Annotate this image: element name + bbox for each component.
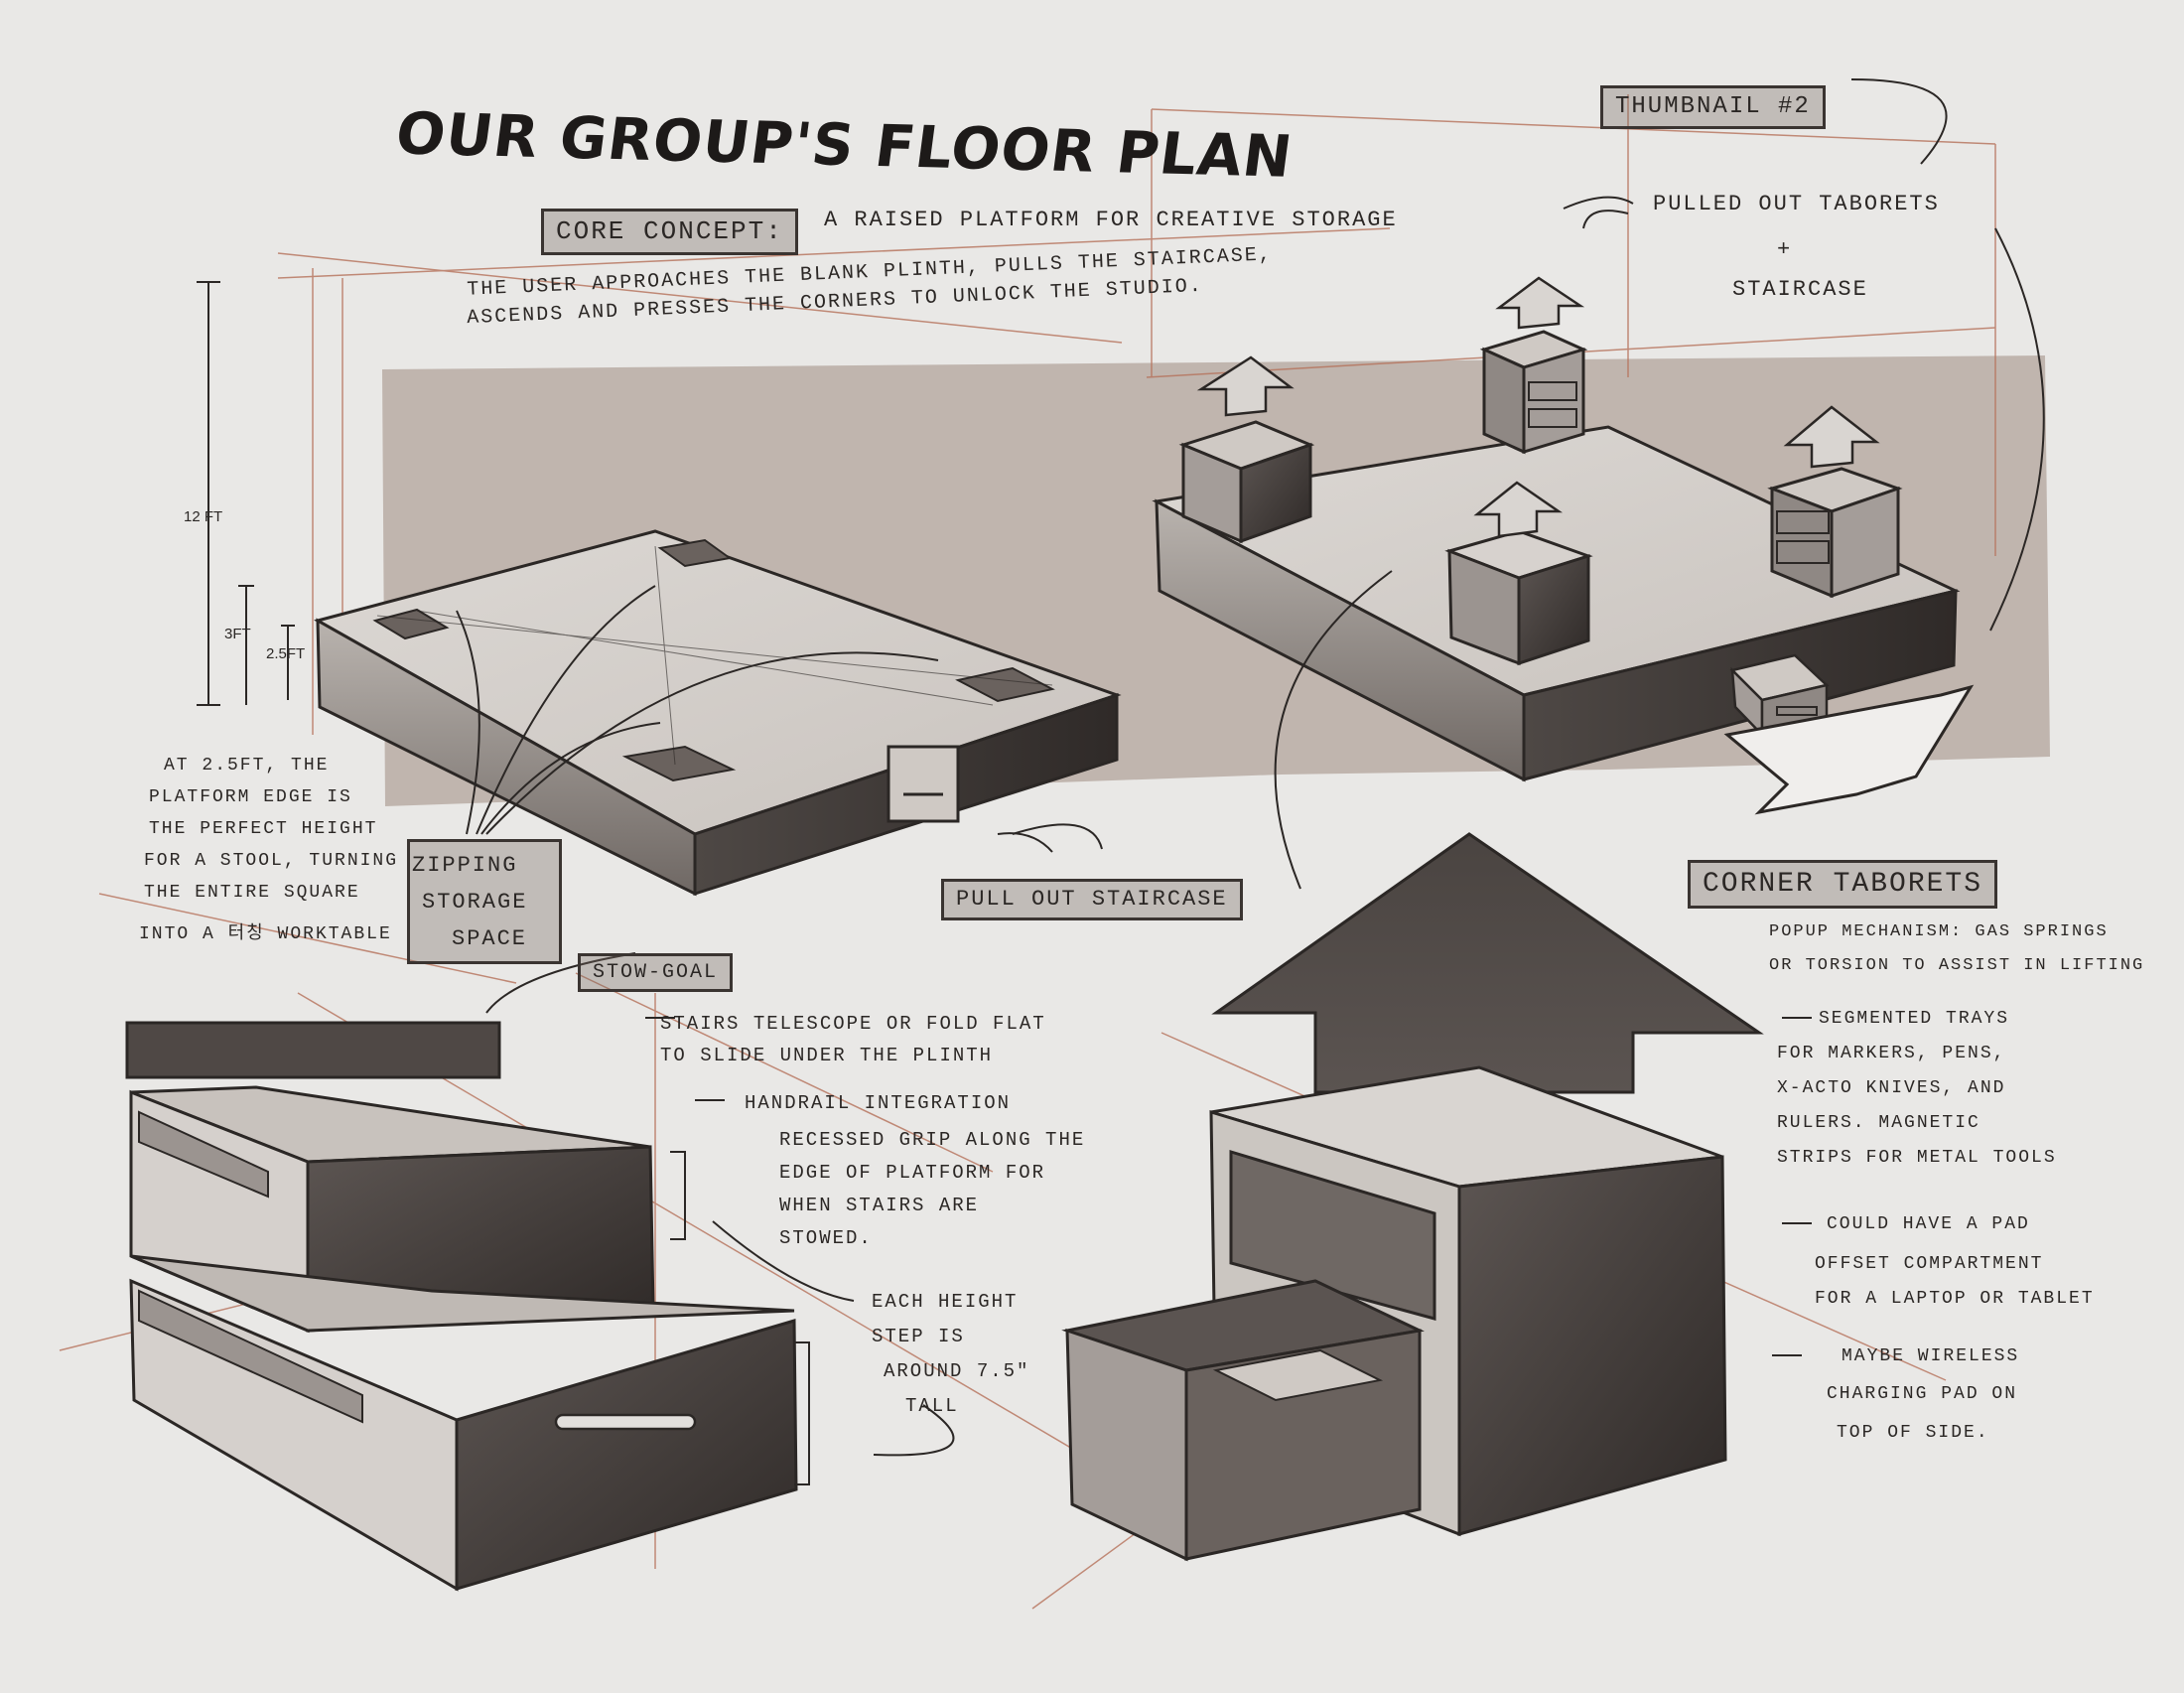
platform-note-line: THE PERFECT HEIGHT — [149, 819, 378, 839]
platform-note-line: FOR A STOOL, TURNING — [144, 851, 399, 871]
taboret-note-3-line-1: COULD HAVE A PAD — [1827, 1214, 2030, 1234]
step-height-arrow — [712, 1220, 855, 1302]
taboret-note-4-line-2: CHARGING PAD ON — [1827, 1384, 2018, 1404]
drawer-front — [1065, 1328, 1188, 1562]
corner-hatch-right — [955, 666, 1055, 703]
step-note-line: AROUND 7.5" — [884, 1360, 1030, 1382]
closed-plinth-sketch — [314, 529, 1122, 897]
height-dimension-line — [197, 281, 295, 706]
stair-lower-top — [130, 1254, 795, 1333]
stair-lower-side — [455, 1319, 798, 1592]
drawer-tray — [1212, 1348, 1384, 1402]
stow-goal-label: STOW-GOAL — [578, 953, 734, 992]
bracket-marker-lower — [794, 1341, 810, 1485]
taboret-note-2-line-3: X-ACTO KNIVES, AND — [1777, 1078, 2006, 1098]
pop-arrow-center — [1473, 481, 1564, 538]
stair-grip-lower — [138, 1289, 363, 1424]
staircase-closeup-sketch — [125, 952, 955, 1592]
step-note-line: STEP IS — [872, 1326, 965, 1347]
big-up-arrow — [1211, 832, 1764, 1094]
staircase-drawer-front — [887, 745, 960, 823]
taboret-note-1-line-2: OR TORSION TO ASSIST IN LIFTING — [1769, 956, 2145, 975]
corner-taborets-label: CORNER TABORETS — [1688, 860, 1998, 909]
thumbnail-label: THUMBNAIL #2 — [1600, 85, 1826, 129]
stair-handrail-bar — [125, 1021, 501, 1079]
taboret-note-3-line-3: FOR A LAPTOP OR TABLET — [1815, 1289, 2095, 1309]
stow-arrow — [485, 952, 636, 1014]
dimension-total-height: 12 FT — [184, 508, 223, 525]
taboret-closeup-sketch — [1061, 832, 1764, 1562]
storage-label-line: STORAGE — [422, 890, 528, 915]
stow-note-2: HANDRAIL INTEGRATION — [745, 1092, 1012, 1114]
taboret-note-2-line-1: SEGMENTED TRAYS — [1819, 1009, 2010, 1029]
stow-note-1-line-1: STAIRS TELESCOPE OR FOLD FLAT — [660, 1013, 1046, 1035]
stow-note-1-line-2: TO SLIDE UNDER THE PLINTH — [660, 1045, 994, 1066]
stow-note-3-line-2: EDGE OF PLATFORM FOR — [779, 1162, 1046, 1184]
pop-arrow-right — [1783, 405, 1880, 469]
core-concept-label: CORE CONCEPT: — [541, 209, 798, 255]
corner-hatch-back — [657, 538, 733, 568]
taboret-upper-drawer — [1229, 1149, 1436, 1321]
note-leaders — [645, 210, 1812, 1356]
opened-platform-sketch — [1152, 78, 2045, 890]
storage-label-line: ZIPPING — [412, 853, 518, 878]
staircase-label: PULL OUT STAIRCASE — [941, 879, 1243, 920]
taboret-note-4-line-1: MAYBE WIRELESS — [1842, 1346, 2020, 1366]
stair-drawer-handle — [554, 1413, 697, 1431]
taboret-note-2-line-5: STRIPS FOR METAL TOOLS — [1777, 1148, 2057, 1168]
storage-label-line: SPACE — [452, 926, 528, 951]
pulled-out-line-1: PULLED OUT TABORETS — [1653, 192, 1940, 216]
interior-lines — [376, 545, 1053, 766]
storage-label-box — [407, 839, 562, 964]
taboret-note-2-line-2: FOR MARKERS, PENS, — [1777, 1044, 2006, 1063]
platform-note-line: INTO A 터칭 WORKTABLE — [139, 924, 392, 944]
stow-note-3-line-3: WHEN STAIRS ARE — [779, 1195, 980, 1216]
curve-arrow-far-right — [1989, 227, 2045, 632]
core-concept-text: A RAISED PLATFORM FOR CREATIVE STORAGE — [824, 208, 1398, 232]
taboret-note-1-line-1: POPUP MECHANISM: GAS SPRINGS — [1769, 922, 2109, 941]
taboret-note-2-line-4: RULERS. MAGNETIC — [1777, 1113, 1980, 1133]
bracket-marker — [670, 1151, 686, 1240]
step-note-line: EACH HEIGHT — [872, 1291, 1019, 1313]
curve-arrow-right — [1850, 78, 1948, 165]
step-note-line: TALL — [905, 1395, 959, 1417]
platform-note-line: THE ENTIRE SQUARE — [144, 883, 360, 903]
dimension-platform-height: 2.5FT — [266, 645, 306, 662]
platform-note-line: PLATFORM EDGE IS — [149, 787, 352, 807]
pop-arrow-back — [1495, 276, 1585, 330]
platform-note-line: AT 2.5FT, THE — [164, 756, 330, 776]
taboret-side — [1457, 1155, 1727, 1536]
stow-note-3-line-4: STOWED. — [779, 1227, 873, 1249]
pulled-out-line-3: STAIRCASE — [1732, 277, 1868, 302]
pulled-out-line-2: + — [1777, 237, 1793, 262]
stow-note-3-line-1: RECESSED GRIP ALONG THE — [779, 1129, 1086, 1151]
curve-arrow-mid — [1274, 570, 1393, 890]
taboret-note-4-line-3: TOP OF SIDE. — [1837, 1423, 1989, 1443]
taboret-note-3-line-2: OFFSET COMPARTMENT — [1815, 1254, 2044, 1274]
curve-arrow-pulled — [1563, 196, 1634, 210]
big-slide-arrow — [1723, 684, 1975, 815]
dimension-mid-height: 3FT — [224, 626, 251, 642]
stair-grip-upper — [138, 1110, 269, 1199]
pop-arrow-left — [1196, 355, 1295, 417]
corner-hatch-front — [621, 745, 737, 782]
step-loop-arrow — [873, 1404, 955, 1457]
drawer-side — [1184, 1329, 1422, 1561]
arrow-lines — [456, 585, 939, 835]
